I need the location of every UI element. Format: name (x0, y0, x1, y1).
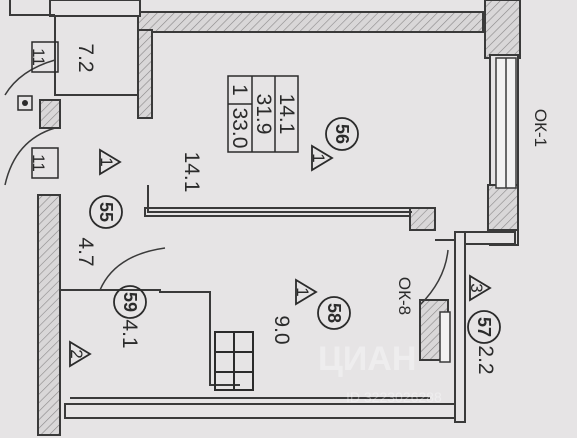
triangle-2-room-59 (69, 340, 92, 368)
wall-left-stub (39, 99, 61, 129)
door-box-1-label: 11 (29, 48, 48, 66)
room-59-area: 4.1 (118, 319, 141, 348)
area-box-total-b: 33.0 (228, 108, 251, 149)
window-ok8 (439, 311, 451, 363)
circle-room-58 (317, 296, 351, 330)
wall-57-left (454, 231, 466, 423)
triangle-1-room-55 (99, 148, 122, 176)
area-box (227, 75, 299, 153)
triangle-1-room-56 (311, 144, 334, 172)
circle-room-55 (89, 195, 123, 229)
area-box-living: 14.1 (275, 94, 298, 135)
appliance-58 (214, 331, 254, 391)
area-box-rooms-count: 1 (228, 84, 251, 96)
triangle-1-room-55-label: 1 (97, 157, 116, 166)
partitions (9, 0, 456, 399)
door-box-2-label: 11 (29, 154, 48, 172)
wall-56-left (137, 29, 153, 119)
doors (4, 59, 449, 306)
triangle-3-room-57-label: 3 (467, 283, 486, 292)
window-ok1-label: ОК-1 (531, 109, 550, 147)
room-59-number: 59 (120, 292, 140, 312)
socket-dot (22, 100, 28, 106)
wall-top-right (484, 0, 521, 59)
watermark-brand: ЦИАН (318, 340, 416, 378)
room-57-number: 57 (474, 317, 494, 337)
door-arc-55 (99, 247, 166, 291)
door-box-2 (31, 147, 59, 179)
room-58-number: 58 (324, 303, 344, 323)
watermark-id: ID 3223026288 (346, 389, 442, 405)
triangle-1-room-56-label: 1 (309, 153, 328, 162)
room-56-number: 56 (332, 124, 352, 144)
door-arc-58 (419, 249, 449, 306)
wall-top-left-thin (49, 0, 141, 17)
triangle-1-room-58 (295, 278, 318, 306)
circle-room-57 (467, 310, 501, 344)
window-ok1 (495, 57, 517, 189)
circle-room-59 (113, 285, 147, 319)
door-box-1 (31, 41, 59, 73)
partition-56-bottom (147, 185, 412, 213)
room-57-area: 2.2 (474, 345, 497, 374)
socket-square (17, 95, 33, 111)
wall-right-lower (487, 184, 519, 231)
window-ok8-frame (439, 311, 451, 363)
door-arc-left (4, 127, 56, 186)
partition-top-left (9, 0, 55, 16)
wall-56-bottom-right (409, 207, 436, 231)
triangle-3-room-57 (469, 274, 492, 302)
area-box-frame (227, 75, 299, 153)
wall-bottom (64, 403, 466, 419)
room-55-area: 4.7 (74, 237, 97, 266)
room-top-left-area: 7.2 (74, 43, 97, 72)
room-circles (89, 117, 501, 344)
triangle-markers (69, 144, 492, 368)
wall-left-long (37, 194, 61, 436)
door-arc-top-left (4, 59, 56, 96)
triangle-2-room-59-label: 2 (67, 349, 86, 358)
window-ok8-label: ОК-8 (395, 277, 414, 315)
room-56-area: 14.1 (180, 152, 203, 193)
area-box-total-a: 31.9 (252, 94, 275, 135)
partition-58-right (435, 239, 456, 300)
wall-top (137, 11, 484, 33)
triangle-1-room-58-label: 1 (293, 287, 312, 296)
circle-room-56 (325, 117, 359, 151)
room-55-number: 55 (96, 202, 116, 222)
room-58-area: 9.0 (270, 315, 293, 344)
watermark: ЦИАН ID 3223026288 (318, 340, 442, 405)
